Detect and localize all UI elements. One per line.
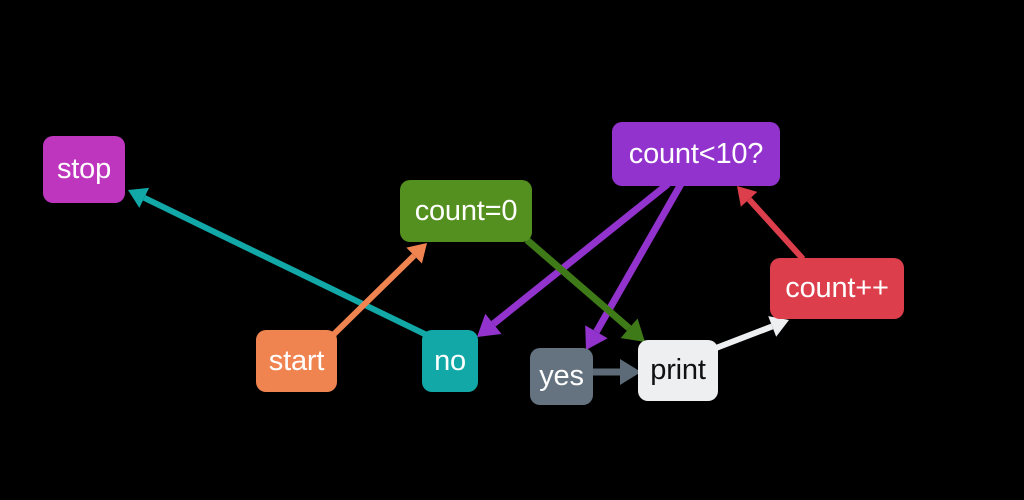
edge-countlt10-to-no [477, 181, 671, 337]
edge-start-to-count0-arrowhead-icon [406, 243, 427, 264]
edge-no-to-stop [128, 187, 439, 343]
node-no-label: no [434, 344, 466, 377]
edge-yes-to-print [592, 359, 641, 385]
node-print-label: print [650, 354, 706, 386]
edge-countlt10-to-yes [585, 182, 685, 350]
edge-countlt10-to-yes-arrowhead-icon [585, 325, 608, 350]
edge-count0-to-print-line [524, 237, 632, 331]
node-countpp[interactable]: count++ [770, 258, 904, 319]
edge-countpp-to-countlt10-line [746, 197, 806, 262]
node-stop[interactable]: stop [43, 136, 125, 203]
node-yes[interactable]: yes [530, 348, 593, 405]
node-print[interactable]: print [638, 340, 718, 401]
edge-print-to-countpp-line [714, 323, 774, 351]
node-no[interactable]: no [422, 330, 478, 392]
edge-countlt10-to-no-arrowhead-icon [477, 313, 502, 337]
edge-countpp-to-countlt10-arrowhead-icon [737, 186, 758, 207]
edge-no-to-stop-arrowhead-icon [128, 187, 150, 208]
edge-countlt10-to-yes-line [593, 182, 685, 334]
edge-count0-to-print-arrowhead-icon [620, 318, 645, 342]
edge-no-to-stop-line [142, 195, 439, 343]
edge-countpp-to-countlt10 [737, 186, 806, 262]
node-yes-label: yes [539, 360, 584, 392]
edge-count0-to-print [524, 237, 645, 342]
edge-start-to-count0 [327, 243, 427, 341]
edge-print-to-countpp-arrowhead-icon [768, 316, 789, 337]
edge-yes-to-print-arrowhead-icon [620, 359, 641, 385]
node-count0-label: count=0 [414, 194, 518, 227]
node-start-label: start [268, 344, 325, 377]
edge-print-to-countpp [714, 316, 789, 351]
node-stop-label: stop [56, 153, 111, 185]
node-countpp-label: count++ [785, 272, 889, 304]
node-start[interactable]: start [256, 330, 337, 392]
node-count0[interactable]: count=0 [400, 180, 532, 242]
node-countlt10[interactable]: count<10? [612, 122, 780, 186]
node-countlt10-label: count<10? [628, 137, 764, 170]
edge-start-to-count0-line [327, 253, 417, 341]
edge-countlt10-to-no-line [491, 181, 671, 327]
